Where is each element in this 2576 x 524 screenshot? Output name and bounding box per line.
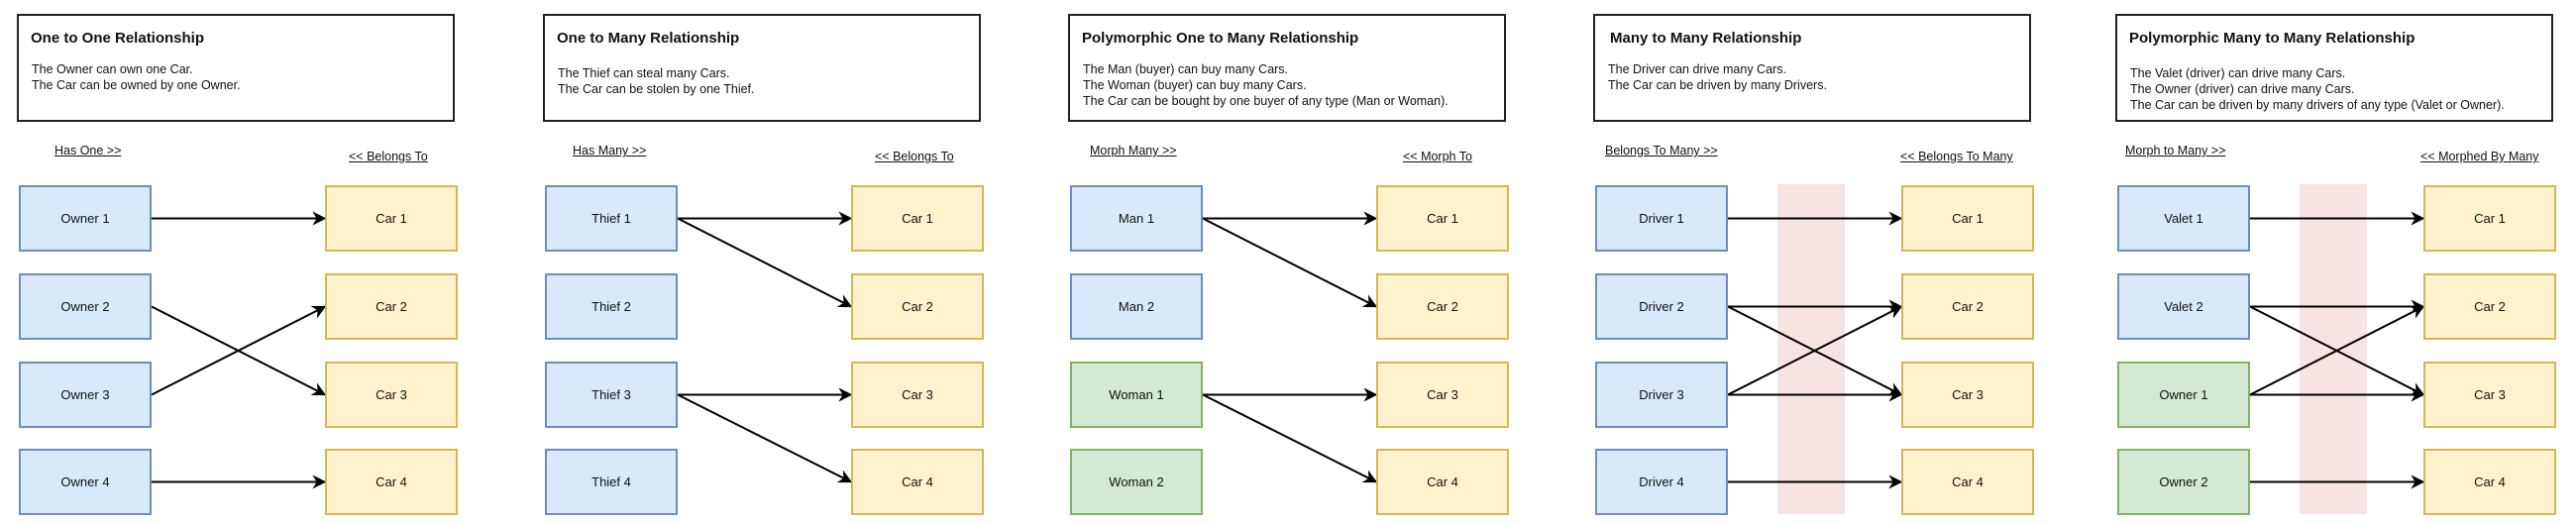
car-model-node[interactable]: Car 2 <box>1376 273 1509 340</box>
parent-model-node[interactable]: Woman 2 <box>1070 449 1203 515</box>
parent-model-node[interactable]: Driver 4 <box>1595 449 1728 515</box>
car-model-node[interactable]: Car 2 <box>851 273 984 340</box>
parent-model-node[interactable]: Woman 1 <box>1070 362 1203 428</box>
car-model-node[interactable]: Car 4 <box>325 449 458 515</box>
relation-method-link-right[interactable]: << Belongs To <box>349 150 428 163</box>
relationship-title: Polymorphic Many to Many Relationship <box>2129 30 2415 47</box>
parent-model-node[interactable]: Man 2 <box>1070 273 1203 340</box>
description-line: The Car can be driven by many drivers of… <box>2130 98 2505 112</box>
relation-method-link-right[interactable]: << Belongs To Many <box>1900 150 2013 163</box>
car-model-node[interactable]: Car 4 <box>1901 449 2034 515</box>
relation-method-link-left[interactable]: Has Many >> <box>573 144 647 157</box>
relation-method-link-right[interactable]: << Morph To <box>1403 150 1472 163</box>
relation-method-link-right[interactable]: << Belongs To <box>875 150 954 163</box>
car-model-node[interactable]: Car 2 <box>325 273 458 340</box>
relationship-description: The Driver can drive many Cars. The Car c… <box>1608 61 1827 93</box>
relation-method-link-left[interactable]: Belongs To Many >> <box>1605 144 1718 157</box>
relationship-arrow <box>1202 393 1378 483</box>
description-line: The Car can be driven by many Drivers. <box>1608 78 1827 92</box>
relationship-title: One to Many Relationship <box>557 30 740 47</box>
car-model-node[interactable]: Car 2 <box>1901 273 2034 340</box>
parent-model-node[interactable]: Driver 1 <box>1595 185 1728 252</box>
relation-method-link-right[interactable]: << Morphed By Many <box>2420 150 2539 163</box>
parent-model-node[interactable]: Man 1 <box>1070 185 1203 252</box>
relationship-description: The Valet (driver) can drive many Cars. T… <box>2130 65 2505 113</box>
relationship-arrow <box>677 393 853 483</box>
car-model-node[interactable]: Car 1 <box>1901 185 2034 252</box>
description-line: The Car can be bought by one buyer of an… <box>1083 94 1449 108</box>
car-model-node[interactable]: Car 1 <box>1376 185 1509 252</box>
parent-model-node[interactable]: Owner 2 <box>19 273 152 340</box>
relationship-description: The Man (buyer) can buy many Cars. The Wo… <box>1083 61 1449 109</box>
relationship-title: Many to Many Relationship <box>1610 30 1802 47</box>
description-line: The Car can be owned by one Owner. <box>32 78 241 92</box>
relationship-title: One to One Relationship <box>31 30 205 47</box>
parent-model-node[interactable]: Thief 4 <box>545 449 678 515</box>
parent-model-node[interactable]: Valet 2 <box>2117 273 2250 340</box>
relation-method-link-left[interactable]: Morph Many >> <box>1090 144 1177 157</box>
car-model-node[interactable]: Car 4 <box>1376 449 1509 515</box>
parent-model-node[interactable]: Owner 4 <box>19 449 152 515</box>
parent-model-node[interactable]: Valet 1 <box>2117 185 2250 252</box>
relationship-arrow <box>1202 217 1378 308</box>
parent-model-node[interactable]: Thief 1 <box>545 185 678 252</box>
description-line: The Owner (driver) can drive many Cars. <box>2130 82 2355 96</box>
car-model-node[interactable]: Car 3 <box>325 362 458 428</box>
car-model-node[interactable]: Car 3 <box>1376 362 1509 428</box>
relation-method-link-left[interactable]: Morph to Many >> <box>2125 144 2226 157</box>
parent-model-node[interactable]: Driver 3 <box>1595 362 1728 428</box>
car-model-node[interactable]: Car 3 <box>2423 362 2556 428</box>
description-line: The Man (buyer) can buy many Cars. <box>1083 62 1289 76</box>
relation-method-link-left[interactable]: Has One >> <box>54 144 122 157</box>
relationship-arrow <box>677 217 853 308</box>
description-line: The Owner can own one Car. <box>32 62 193 76</box>
car-model-node[interactable]: Car 3 <box>1901 362 2034 428</box>
parent-model-node[interactable]: Owner 1 <box>2117 362 2250 428</box>
parent-model-node[interactable]: Owner 1 <box>19 185 152 252</box>
relationship-title: Polymorphic One to Many Relationship <box>1082 30 1359 47</box>
car-model-node[interactable]: Car 1 <box>2423 185 2556 252</box>
parent-model-node[interactable]: Thief 3 <box>545 362 678 428</box>
relationship-description: The Owner can own one Car. The Car can be… <box>32 61 241 93</box>
parent-model-node[interactable]: Driver 2 <box>1595 273 1728 340</box>
parent-model-node[interactable]: Thief 2 <box>545 273 678 340</box>
relationship-arrow <box>151 305 327 396</box>
parent-model-node[interactable]: Owner 2 <box>2117 449 2250 515</box>
description-line: The Car can be stolen by one Thief. <box>558 82 755 96</box>
car-model-node[interactable]: Car 1 <box>325 185 458 252</box>
pivot-table-band <box>2300 184 2367 514</box>
parent-model-node[interactable]: Owner 3 <box>19 362 152 428</box>
description-line: The Valet (driver) can drive many Cars. <box>2130 66 2346 80</box>
car-model-node[interactable]: Car 4 <box>2423 449 2556 515</box>
car-model-node[interactable]: Car 4 <box>851 449 984 515</box>
car-model-node[interactable]: Car 1 <box>851 185 984 252</box>
pivot-table-band <box>1777 184 1845 514</box>
description-line: The Woman (buyer) can buy many Cars. <box>1083 78 1307 92</box>
relationship-description: The Thief can steal many Cars. The Car ca… <box>558 65 755 97</box>
description-line: The Thief can steal many Cars. <box>558 66 730 80</box>
relationship-arrow <box>151 305 327 396</box>
description-line: The Driver can drive many Cars. <box>1608 62 1786 76</box>
car-model-node[interactable]: Car 3 <box>851 362 984 428</box>
car-model-node[interactable]: Car 2 <box>2423 273 2556 340</box>
